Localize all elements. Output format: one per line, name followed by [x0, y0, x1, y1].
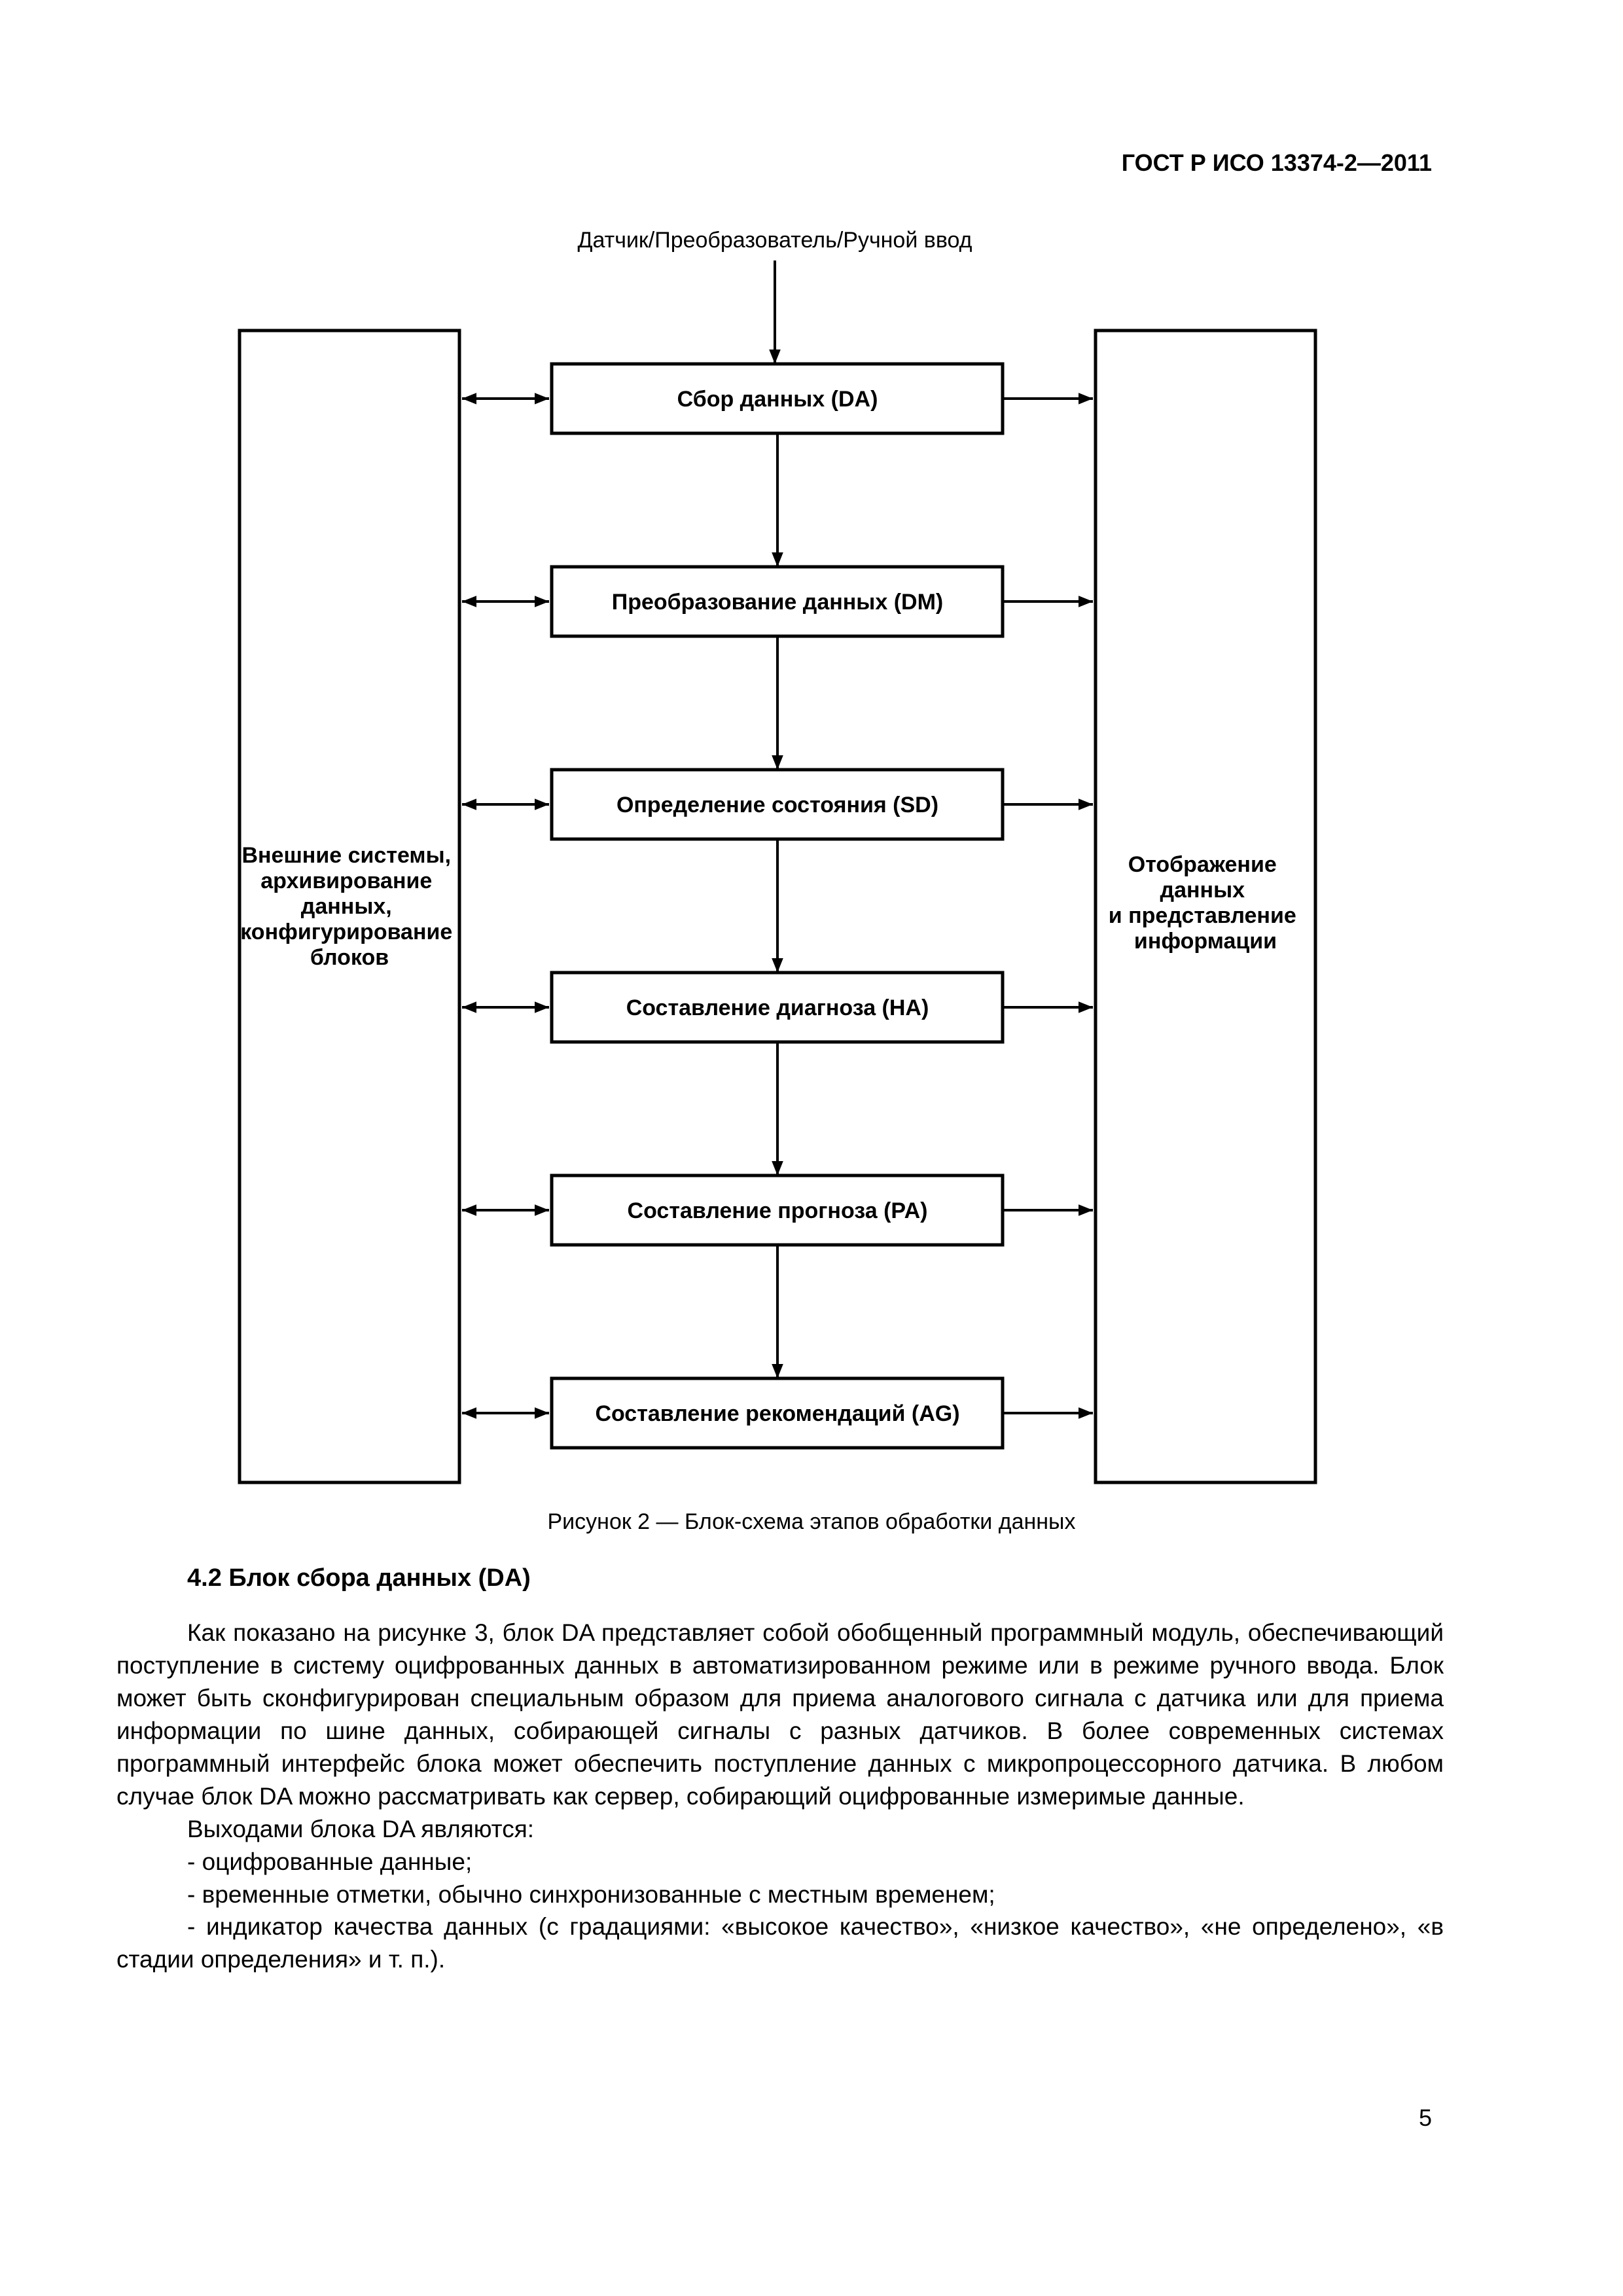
page-number: 5	[1418, 2104, 1432, 2131]
right-block-label: Отображение данных и представление инфор…	[1109, 852, 1302, 954]
section-body: Как показано на рисунке 3, блок DA предс…	[116, 1617, 1444, 1976]
section-paragraph: Как показано на рисунке 3, блок DA предс…	[116, 1619, 1444, 1810]
figure-caption: Рисунок 2 — Блок-схема этапов обработки …	[547, 1509, 1076, 1534]
outputs-intro: Выходами блока DA являются:	[187, 1815, 535, 1842]
right-block	[1094, 329, 1317, 1484]
stage-box-ha	[550, 971, 1005, 1044]
block-diagram: Датчик/Преобразователь/Ручной ввод Внешн…	[238, 228, 1317, 1484]
list-item: - временные отметки, обычно синхронизова…	[187, 1880, 995, 1908]
stage-label-dm: Преобразование данных (DM)	[612, 590, 943, 615]
stage-label-pa: Составление прогноза (PA)	[628, 1198, 928, 1223]
document-code: ГОСТ Р ИСО 13374-2—2011	[1121, 149, 1432, 176]
left-block	[238, 329, 461, 1484]
left-block-label: Внешние системы, архивирование данных, к…	[240, 843, 459, 970]
stage-label-ha: Составление диагноза (HA)	[626, 996, 929, 1020]
stage-box-pa	[550, 1174, 1005, 1247]
stage-label-sd: Определение состояния (SD)	[616, 793, 938, 817]
stage-label-da: Сбор данных (DA)	[677, 387, 878, 412]
list-item: - индикатор качества данных (с градациям…	[116, 1913, 1444, 1973]
list-item: - оцифрованные данные;	[187, 1848, 473, 1875]
section-title: 4.2 Блок сбора данных (DA)	[187, 1564, 531, 1592]
stage-label-ag: Составление рекомендаций (AG)	[595, 1401, 959, 1426]
input-label: Датчик/Преобразователь/Ручной ввод	[577, 228, 972, 253]
